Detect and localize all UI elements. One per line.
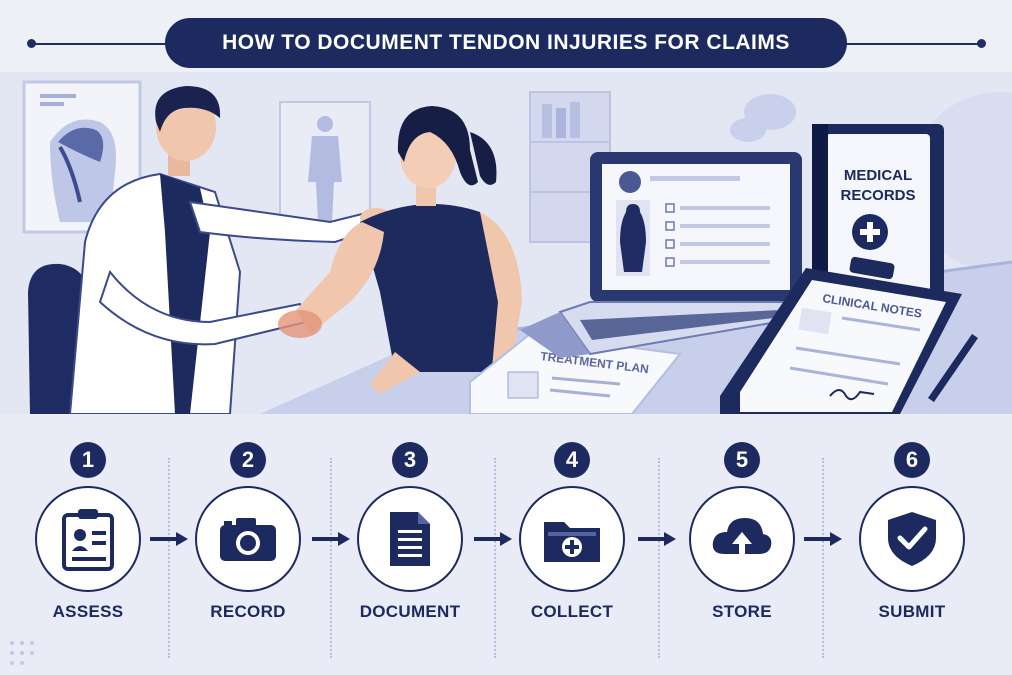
binder-label-medical: MEDICAL: [844, 167, 912, 184]
page-title: HOW TO DOCUMENT TENDON INJURIES FOR CLAI…: [165, 18, 847, 68]
arrow-right-icon: [804, 532, 842, 546]
document-icon: [390, 512, 430, 566]
step-divider: [168, 458, 170, 658]
step-number: 1: [70, 442, 106, 478]
title-dot-right: [977, 39, 986, 48]
pen-icon: [928, 334, 978, 402]
step-divider: [822, 458, 824, 658]
patient-figure: [278, 106, 522, 394]
step-document: 3 DOCUMENT: [340, 414, 480, 675]
cloud-upload-icon: [712, 518, 772, 562]
step-label: COLLECT: [530, 602, 614, 621]
step-record: 2 RECORD: [178, 414, 318, 675]
title-rule-right: [832, 43, 982, 45]
step-number: 6: [894, 442, 930, 478]
arrow-right-icon: [474, 532, 512, 546]
arrow-right-icon: [312, 532, 350, 546]
step-icon-circle: [35, 486, 141, 592]
step-number: 3: [392, 442, 428, 478]
step-label: ASSESS: [52, 602, 124, 621]
step-label: SUBMIT: [878, 602, 946, 621]
title-rule-left: [30, 43, 180, 45]
step-label: STORE: [712, 602, 772, 621]
step-icon-circle: [519, 486, 625, 592]
clinical-notes-clipboard: CLINICAL NOTES: [720, 256, 962, 414]
decorative-dots: [10, 641, 34, 665]
camera-icon: [220, 518, 276, 561]
step-submit: 6 SUBMIT: [842, 414, 982, 675]
clinic-scene-svg: TREATMENT PLAN: [0, 72, 1012, 414]
body-silhouette-poster: [279, 101, 371, 233]
step-divider: [494, 458, 496, 658]
doctor-figure: [68, 86, 392, 414]
clipboard-icon: [62, 509, 114, 571]
step-label: DOCUMENT: [359, 602, 461, 621]
step-icon-circle: [689, 486, 795, 592]
arrow-right-icon: [638, 532, 676, 546]
step-collect: 4 COLLECT: [502, 414, 642, 675]
process-steps: 1 ASSESS 2: [0, 414, 1012, 675]
step-divider: [658, 458, 660, 658]
step-store: 5 STORE: [672, 414, 812, 675]
step-icon-circle: [195, 486, 301, 592]
clinic-scene-illustration: TREATMENT PLAN: [0, 72, 1012, 414]
step-icon-circle: [859, 486, 965, 592]
step-icon-circle: [357, 486, 463, 592]
step-label: RECORD: [210, 602, 286, 621]
step-number: 2: [230, 442, 266, 478]
step-assess: 1 ASSESS: [18, 414, 158, 675]
step-number: 5: [724, 442, 760, 478]
shield-check-icon: [888, 512, 936, 566]
arrow-right-icon: [150, 532, 188, 546]
folder-plus-icon: [544, 522, 600, 562]
step-divider: [330, 458, 332, 658]
laptop: [520, 152, 814, 358]
binder-label-records: RECORDS: [840, 187, 915, 204]
title-bar: HOW TO DOCUMENT TENDON INJURIES FOR CLAI…: [0, 0, 1012, 86]
step-number: 4: [554, 442, 590, 478]
